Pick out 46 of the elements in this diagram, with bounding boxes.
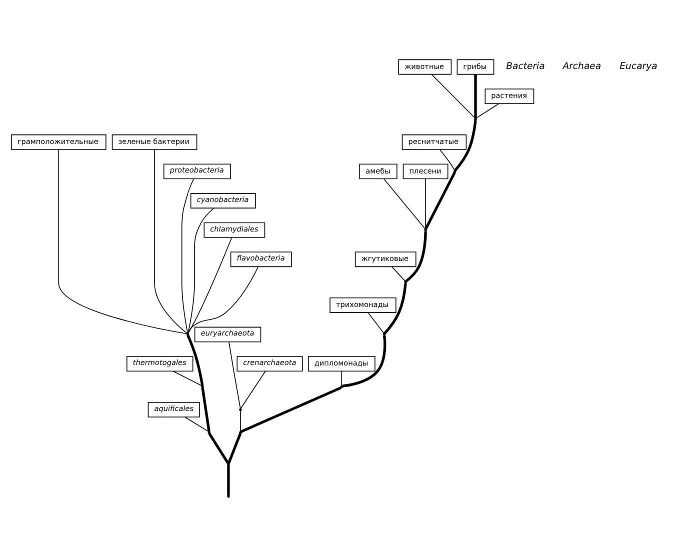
- node-point: [227, 495, 230, 498]
- label: Bacteria: [506, 60, 545, 72]
- node-point: [227, 463, 230, 466]
- connector: [341, 370, 342, 386]
- connector: [240, 370, 266, 410]
- node-point: [382, 333, 386, 336]
- connector: [424, 172, 456, 230]
- label: Eucarya: [620, 60, 658, 72]
- node-point: [201, 385, 204, 388]
- connector: [439, 149, 456, 171]
- node-point: [239, 408, 242, 412]
- connector: [454, 120, 477, 172]
- connector: [201, 388, 210, 432]
- connector: [172, 370, 202, 386]
- connector: [384, 283, 407, 334]
- node-point: [474, 118, 477, 121]
- connector: [227, 465, 230, 496]
- connector: [184, 416, 210, 432]
- node-point: [239, 431, 242, 434]
- connector: [431, 74, 476, 119]
- connector: [181, 178, 194, 334]
- connector: [188, 237, 232, 334]
- connector: [227, 433, 242, 464]
- node-point: [340, 385, 344, 388]
- connector: [384, 178, 426, 230]
- node-point: [424, 228, 427, 232]
- connector: [392, 266, 406, 282]
- node-point: [454, 170, 456, 173]
- connector: [342, 336, 386, 388]
- label: Archaea: [562, 60, 602, 72]
- connector: [228, 342, 241, 409]
- connector: [474, 74, 477, 118]
- node-point: [208, 431, 211, 434]
- connector: [425, 178, 426, 230]
- connector: [186, 334, 204, 386]
- node-point: [186, 333, 190, 336]
- connector: [405, 231, 427, 282]
- connector: [208, 432, 230, 464]
- connector: [188, 266, 259, 334]
- connector: [188, 208, 214, 334]
- connector: [58, 149, 188, 334]
- connector: [475, 103, 500, 119]
- connector: [240, 410, 241, 432]
- node-point: [404, 280, 407, 284]
- connector: [368, 312, 384, 334]
- connector: [154, 149, 188, 334]
